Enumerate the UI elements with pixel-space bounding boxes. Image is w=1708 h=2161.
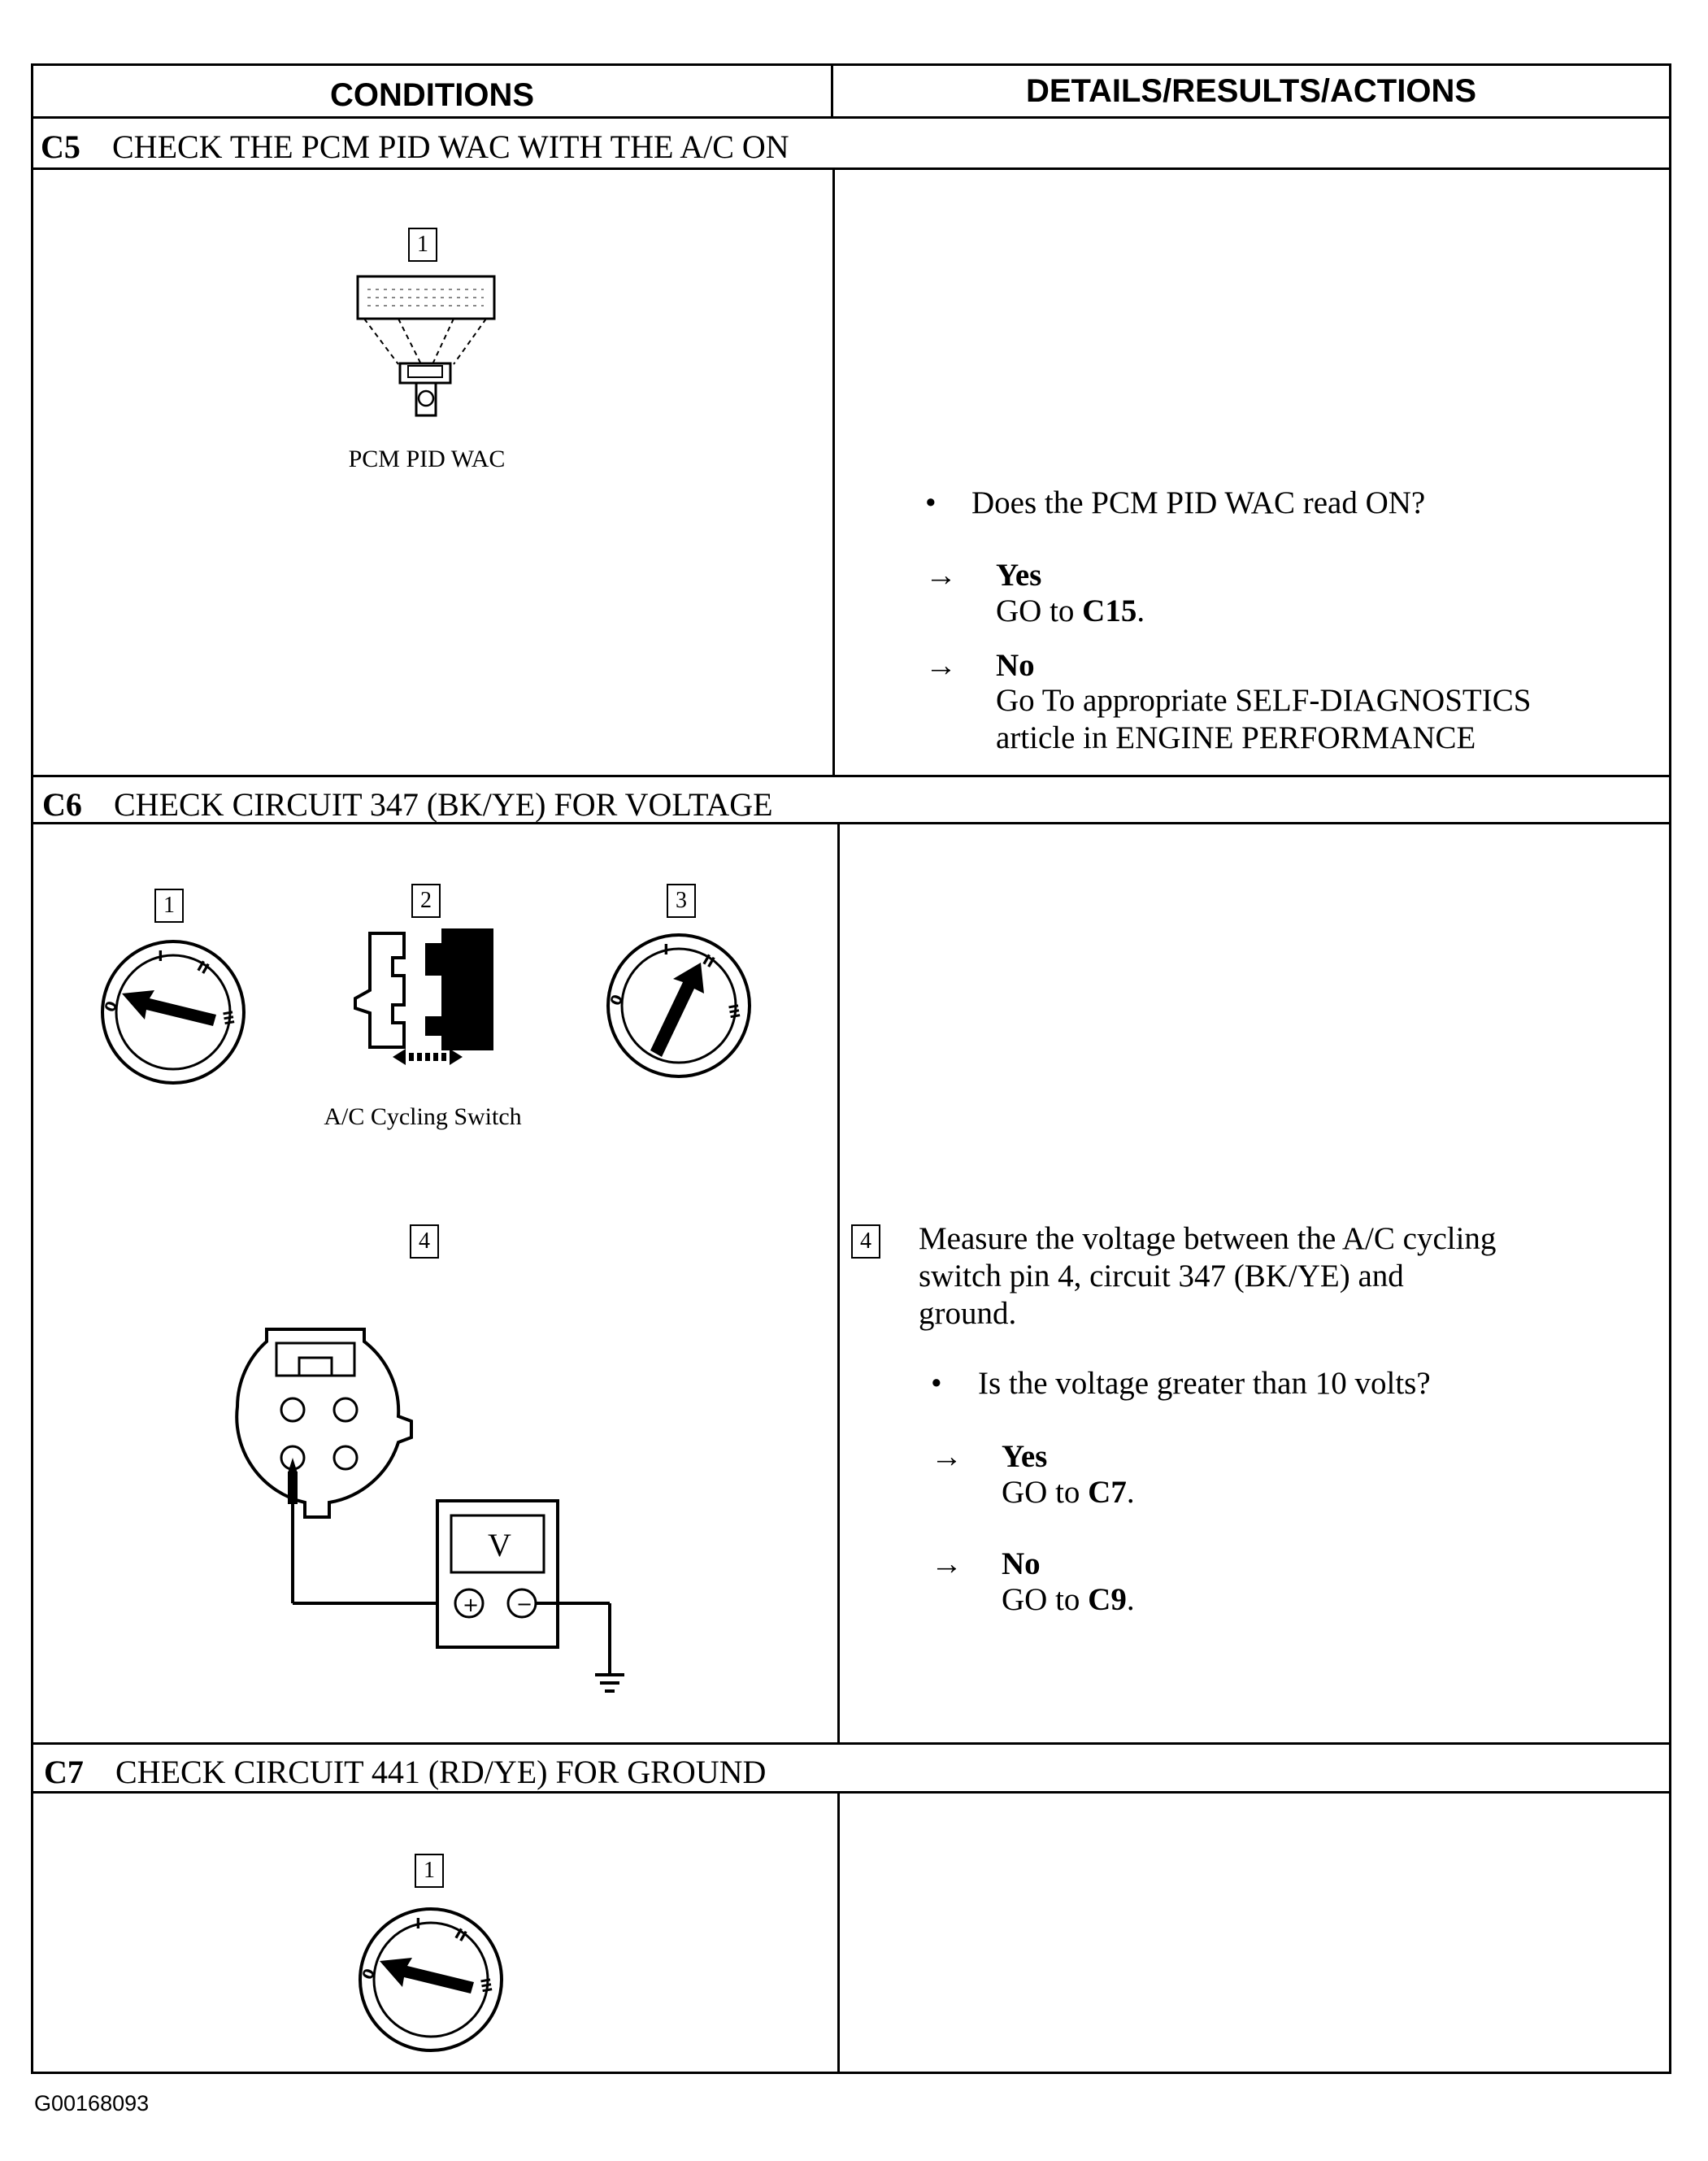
dial7-label-3: III <box>477 1976 495 1994</box>
voltmeter-measurement-diagram: V + − <box>235 1328 624 1693</box>
table-top-border <box>31 63 1671 66</box>
c6-yes-arrow: → <box>931 1439 963 1474</box>
table-right-border <box>1669 63 1671 2074</box>
c6-step-4-box: 4 <box>410 1224 439 1259</box>
c6-no-label: No <box>1002 1546 1041 1581</box>
c5-section-id: C5 <box>41 128 80 165</box>
dial1-label-3: III <box>219 1009 237 1026</box>
c6-no-goto-prefix: GO to <box>1002 1582 1089 1617</box>
c7-ignition-switch-off-icon: 0 I II III <box>359 1907 503 2052</box>
c5-no-line-1: Go To appropriate SELF-DIAGNOSTICS <box>996 683 1532 718</box>
dial3-label-3: III <box>725 1002 743 1020</box>
meter-minus-terminal: − <box>516 1593 532 1615</box>
details-column-header: DETAILS/RESULTS/ACTIONS <box>1025 73 1477 109</box>
meter-plus-terminal: + <box>463 1594 479 1616</box>
c6-no-arrow: → <box>931 1546 963 1581</box>
c5-yes-goto-target[interactable]: C15 <box>1082 594 1137 628</box>
column-divider-c6 <box>837 822 840 1745</box>
c5-no-label: No <box>996 648 1035 683</box>
column-divider-c5 <box>832 167 835 777</box>
c6-caption: A/C Cycling Switch <box>324 1103 522 1130</box>
c6-details-step-4-box: 4 <box>851 1224 880 1259</box>
c6-no-goto-suffix: . <box>1126 1582 1135 1617</box>
c5-section-text: CHECK THE PCM PID WAC WITH THE A/C ON <box>112 128 789 165</box>
c6-section-title: C6 CHECK CIRCUIT 347 (BK/YE) FOR VOLTAGE <box>42 785 773 824</box>
c5-yes-label: Yes <box>996 558 1042 593</box>
c6-question: Is the voltage greater than 10 volts? <box>978 1366 1431 1401</box>
c6-title-bottom-border <box>31 822 1671 824</box>
dial3-label-1: I <box>663 941 669 959</box>
dial7-label-1: I <box>415 1915 421 1933</box>
conditions-column-header: CONDITIONS <box>329 77 535 113</box>
c5-title-bottom-border <box>31 167 1671 170</box>
c5-yes-goto-prefix: GO to <box>996 594 1083 628</box>
c5-yes-action: GO to C15. <box>996 594 1145 629</box>
c6-no-goto-target[interactable]: C9 <box>1088 1582 1127 1617</box>
dial1-label-1: I <box>158 948 163 965</box>
ignition-switch-run-icon: 0 I II III <box>606 933 751 1078</box>
c7-title-top-border <box>31 1742 1671 1745</box>
c6-yes-goto-prefix: GO to <box>1002 1475 1089 1510</box>
table-bottom-border <box>31 2072 1671 2074</box>
c6-title-top-border <box>31 775 1671 777</box>
c6-no-action: GO to C9. <box>1002 1582 1135 1618</box>
figure-reference-id: G00168093 <box>34 2091 150 2115</box>
scan-tool-diagram <box>356 275 496 417</box>
ac-cycling-switch-connector-icon <box>354 928 493 1065</box>
c7-section-text: CHECK CIRCUIT 441 (RD/YE) FOR GROUND <box>115 1754 767 1790</box>
c6-measure-line-1: Measure the voltage between the A/C cycl… <box>919 1221 1497 1256</box>
c5-yes-arrow: → <box>925 558 957 593</box>
c6-section-text: CHECK CIRCUIT 347 (BK/YE) FOR VOLTAGE <box>114 786 773 823</box>
column-divider-c7 <box>837 1791 840 2074</box>
meter-display-unit: V <box>488 1527 511 1563</box>
c7-section-id: C7 <box>44 1754 84 1790</box>
c7-section-title: C7 CHECK CIRCUIT 441 (RD/YE) FOR GROUND <box>44 1753 766 1791</box>
c6-bullet: • <box>931 1366 942 1401</box>
ignition-switch-off-icon: 0 I II III <box>101 940 246 1085</box>
c5-bullet: • <box>925 485 937 520</box>
header-bottom-border <box>31 116 1671 119</box>
c6-yes-goto-suffix: . <box>1126 1475 1135 1510</box>
c5-section-title: C5 CHECK THE PCM PID WAC WITH THE A/C ON <box>41 128 789 166</box>
c6-measure-line-3: ground. <box>919 1296 1017 1331</box>
column-divider-header <box>831 63 833 119</box>
table-left-border <box>31 63 33 2074</box>
c5-no-arrow: → <box>925 648 957 683</box>
c6-measure-line-2: switch pin 4, circuit 347 (BK/YE) and <box>919 1259 1404 1294</box>
c6-section-id: C6 <box>42 786 82 823</box>
c6-step-2-box: 2 <box>411 884 441 918</box>
c6-yes-label: Yes <box>1002 1439 1048 1474</box>
c5-step-1-box: 1 <box>408 228 437 262</box>
c7-step-1-box: 1 <box>415 1854 444 1888</box>
c5-no-line-2: article in ENGINE PERFORMANCE <box>996 720 1476 755</box>
c7-title-bottom-border <box>31 1791 1671 1794</box>
c5-question: Does the PCM PID WAC read ON? <box>971 485 1426 520</box>
c6-yes-goto-target[interactable]: C7 <box>1088 1475 1127 1510</box>
c6-step-3-box: 3 <box>667 884 696 918</box>
c6-step-1-box: 1 <box>154 889 184 923</box>
c5-yes-goto-suffix: . <box>1136 594 1145 628</box>
c5-caption: PCM PID WAC <box>348 446 506 472</box>
c6-yes-action: GO to C7. <box>1002 1475 1135 1511</box>
